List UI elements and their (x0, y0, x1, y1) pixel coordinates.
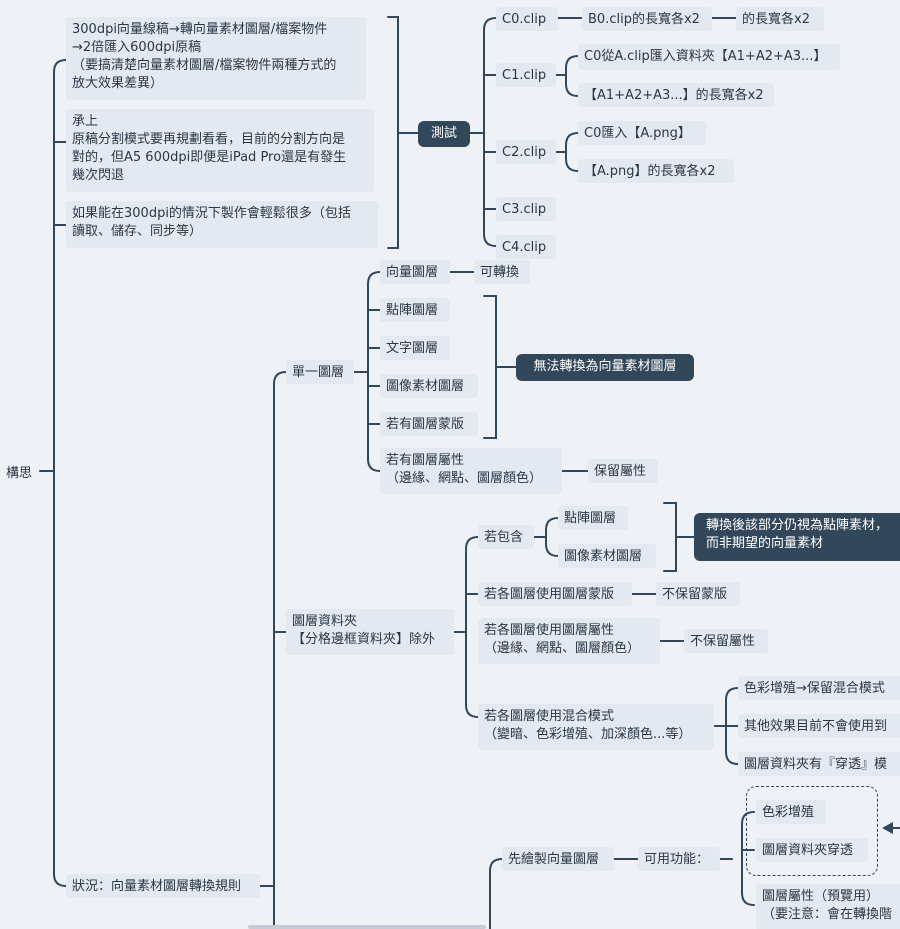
status-node[interactable]: 狀況：向量素材圖層轉換規則 (66, 874, 260, 898)
c1-clip-node[interactable]: C1.clip (496, 63, 556, 87)
folder-image-layer-node[interactable]: 圖像素材圖層 (558, 544, 656, 568)
dashed-group-boundary (746, 786, 878, 876)
c4-clip-node[interactable]: C4.clip (496, 235, 556, 259)
convertible-node[interactable]: 可轉換 (474, 260, 530, 284)
folder-passthrough-feature-node[interactable]: 圖層資料夾穿透 (756, 838, 868, 862)
c3-clip-node[interactable]: C3.clip (496, 197, 556, 221)
blend-multiply-node[interactable]: 色彩增殖→保留混合模式 (738, 676, 900, 700)
layer-properties-preview-node[interactable]: 圖層屬性（預覽用） （要注意：會在轉換階 (756, 884, 900, 929)
vector-layer-node[interactable]: 向量圖層 (380, 260, 450, 284)
cannot-convert-node[interactable]: 無法轉換為向量素材圖層 (516, 354, 694, 381)
multiply-feature-node[interactable]: 色彩增殖 (756, 800, 826, 824)
layer-mask-node[interactable]: 若有圖層蒙版 (380, 412, 478, 436)
blend-passthrough-node[interactable]: 圖層資料夾有『穿透』模 (738, 752, 900, 776)
if-contains-node[interactable]: 若包含 (478, 525, 534, 549)
text-layer-node[interactable]: 文字圖層 (380, 336, 450, 360)
folder-blend-mode-node[interactable]: 若各圖層使用混合模式 （變暗、色彩增殖、加深顏色...等） (478, 704, 714, 750)
horizontal-scrollbar[interactable] (248, 925, 486, 929)
raster-result-node[interactable]: 轉換後該部分仍視為點陣素材， 而非期望的向量素材 (694, 513, 900, 561)
arrow-line (892, 827, 900, 829)
draw-vector-first-node[interactable]: 先繪製向量圖層 (502, 847, 614, 871)
available-features-node[interactable]: 可用功能： (638, 847, 720, 871)
root-node[interactable]: 構思 (6, 466, 33, 481)
c1-child-import-node[interactable]: C0從A.clip匯入資料夾【A1+A2+A3...】 (578, 44, 840, 70)
folder-use-properties-node[interactable]: 若各圖層使用圖層屬性 （邊緣、網點、圖層顏色） (478, 618, 660, 664)
c2-child-size-node[interactable]: 【A.png】的長寬各x2 (578, 159, 734, 183)
note-vector-lineart[interactable]: 300dpi向量線稿→轉向量素材圖層/檔案物件 →2倍匯入600dpi原稿 （要… (66, 17, 366, 100)
c1-child-size-node[interactable]: 【A1+A2+A3...】的長寬各x2 (578, 83, 774, 107)
image-material-layer-node[interactable]: 圖像素材圖層 (380, 374, 478, 398)
no-mask-node[interactable]: 不保留蒙版 (656, 582, 740, 606)
layer-folder-node[interactable]: 圖層資料夾 【分格邊框資料夾】除外 (286, 609, 454, 655)
folder-use-mask-node[interactable]: 若各圖層使用圖層蒙版 (478, 582, 632, 606)
single-layer-node[interactable]: 單一圖層 (286, 360, 354, 384)
c2-child-import-node[interactable]: C0匯入【A.png】 (578, 121, 706, 145)
test-node[interactable]: 測試 (418, 121, 470, 147)
c0-clip-node[interactable]: C0.clip (496, 7, 558, 31)
keep-properties-node[interactable]: 保留屬性 (588, 459, 658, 483)
c0-grandchild-node[interactable]: 的長寬各x2 (736, 7, 824, 31)
note-300dpi[interactable]: 如果能在300dpi的情況下製作會輕鬆很多（包括 讀取、儲存、同步等） (66, 201, 378, 248)
c0-child-node[interactable]: B0.clip的長寬各x2 (582, 7, 712, 31)
note-split-mode[interactable]: 承上 原稿分割模式要再規劃看看，目前的分割方向是 對的，但A5 600dpi即便… (66, 109, 374, 192)
c2-clip-node[interactable]: C2.clip (496, 140, 556, 164)
folder-raster-layer-node[interactable]: 點陣圖層 (558, 506, 628, 530)
layer-properties-node[interactable]: 若有圖層屬性 （邊緣、網點、圖層顏色） (380, 448, 562, 494)
blend-other-node[interactable]: 其他效果目前不會使用到 (738, 714, 900, 738)
no-properties-node[interactable]: 不保留屬性 (684, 629, 768, 653)
arrow-left-icon (882, 822, 893, 834)
raster-layer-node[interactable]: 點陣圖層 (380, 298, 450, 322)
